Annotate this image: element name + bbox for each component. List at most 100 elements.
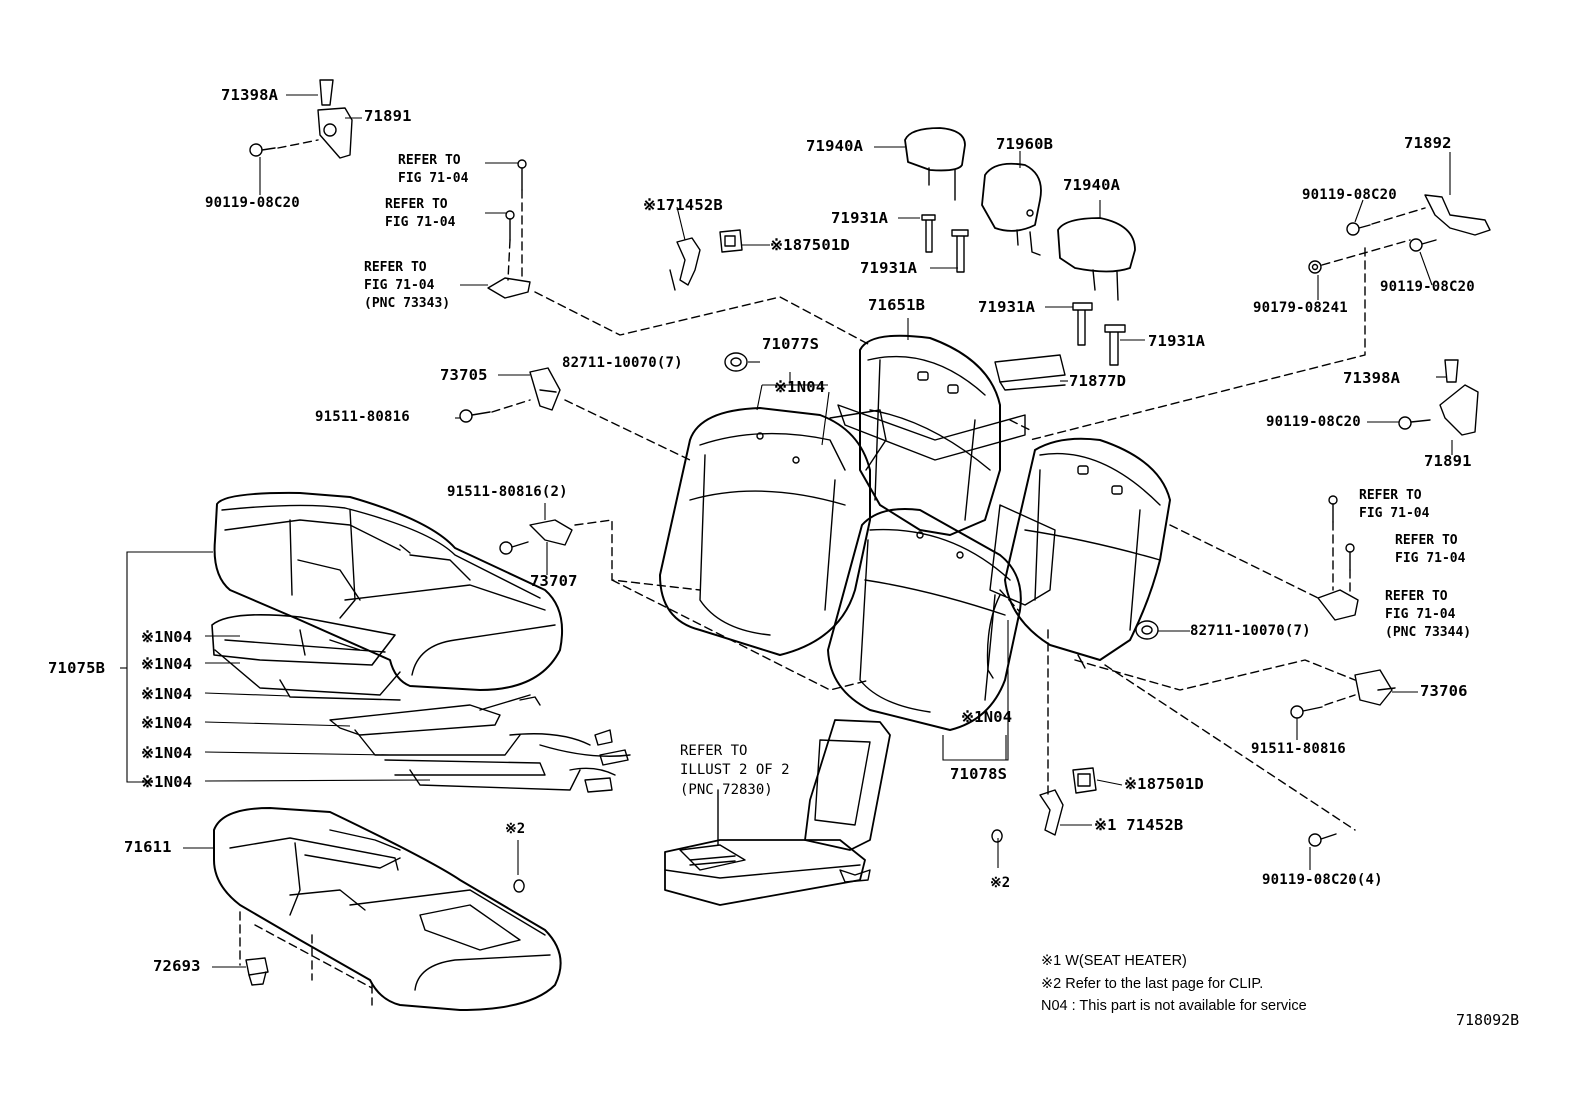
label-71892[interactable]: 71892 <box>1404 134 1452 152</box>
label-71077S[interactable]: 71077S <box>762 335 820 353</box>
label-90119-r3[interactable]: 90119-08C20 <box>1266 414 1361 430</box>
label-N04-5[interactable]: ※1N04 <box>141 744 193 762</box>
seat-heater-layers[interactable] <box>212 615 630 792</box>
bolt-90119-r3[interactable] <box>1399 417 1430 429</box>
headrest-71940A-right[interactable] <box>1058 218 1135 300</box>
seat-cushion-71611[interactable] <box>214 808 561 1010</box>
label-71398A-top[interactable]: 71398A <box>221 86 279 104</box>
bolt-91511-right[interactable] <box>1291 706 1322 718</box>
seatback-right[interactable] <box>990 439 1170 668</box>
label-71931A-2[interactable]: 71931A <box>860 259 918 277</box>
refer-to-fig-c[interactable]: REFER TO FIG 71-04 (PNC 73343) <box>364 259 450 313</box>
label-N04-71078[interactable]: ※1N04 <box>961 708 1013 726</box>
bolt-90119-4[interactable] <box>1309 834 1336 846</box>
label-90119-r2[interactable]: 90119-08C20 <box>1380 279 1475 295</box>
clip-mark-right: ※2 <box>990 875 1011 891</box>
label-91511-right[interactable]: 91511-80816 <box>1251 741 1346 757</box>
armrest-illust[interactable] <box>665 720 890 905</box>
label-N04-6[interactable]: ※1N04 <box>141 773 193 791</box>
figure-code: 718092B <box>1456 1011 1520 1029</box>
label-82711-right[interactable]: 82711-10070(7) <box>1190 623 1311 639</box>
label-91511-left[interactable]: 91511-80816 <box>315 409 410 425</box>
label-71940A-left[interactable]: 71940A <box>806 137 864 155</box>
label-N04-back[interactable]: ※1N04 <box>774 378 826 396</box>
label-N04-1[interactable]: ※1N04 <box>141 628 193 646</box>
refer-to-fig-a[interactable]: REFER TO FIG 71-04 <box>398 152 468 188</box>
label-73706[interactable]: 73706 <box>1420 682 1468 700</box>
label-71877D[interactable]: 71877D <box>1069 372 1127 390</box>
label-71611[interactable]: 71611 <box>124 838 172 856</box>
refer-to-fig-b[interactable]: REFER TO FIG 71-04 <box>385 196 455 232</box>
label-87501D-low[interactable]: ※187501D <box>1124 775 1204 793</box>
label-71452B-top[interactable]: ※171452B <box>643 196 723 214</box>
label-73707[interactable]: 73707 <box>530 572 578 590</box>
label-71931A-3[interactable]: 71931A <box>978 298 1036 316</box>
bolt-90119-top[interactable] <box>250 144 275 156</box>
striker-73707[interactable] <box>530 520 572 545</box>
spacer-82711-right[interactable] <box>1136 621 1158 639</box>
bracket-71891-right[interactable] <box>1440 360 1478 435</box>
bracket-71892[interactable] <box>1425 195 1490 235</box>
bolt-91511-mid[interactable] <box>500 542 528 554</box>
label-71940A-right[interactable]: 71940A <box>1063 176 1121 194</box>
seatback-71077S[interactable] <box>660 408 886 655</box>
seat-cushion-assembly[interactable] <box>215 493 562 690</box>
bracket-71891-top[interactable] <box>318 80 352 158</box>
bolt-91511-left[interactable] <box>460 410 490 422</box>
clip-72693[interactable] <box>246 958 268 985</box>
striker-73706[interactable] <box>1355 670 1395 705</box>
seatback-71651B[interactable] <box>838 336 1025 535</box>
bracket-71452B-low[interactable] <box>1040 790 1063 835</box>
refer-line: FIG 71-04 <box>1395 550 1466 566</box>
label-71398A-right[interactable]: 71398A <box>1343 369 1401 387</box>
refer-to-fig-d[interactable]: REFER TO FIG 71-04 <box>1359 487 1429 523</box>
label-71891-right[interactable]: 71891 <box>1424 452 1472 470</box>
label-90179[interactable]: 90179-08241 <box>1253 300 1348 316</box>
label-71931A-4[interactable]: 71931A <box>1148 332 1206 350</box>
anchor-73344[interactable] <box>1318 496 1358 620</box>
bracket-71452B-top[interactable] <box>670 238 700 290</box>
label-N04-4[interactable]: ※1N04 <box>141 714 193 732</box>
cover-71877D[interactable] <box>995 355 1065 390</box>
refer-to-fig-f[interactable]: REFER TO FIG 71-04 (PNC 73344) <box>1385 588 1471 642</box>
anchor-73343[interactable] <box>488 160 530 298</box>
refer-to-fig-e[interactable]: REFER TO FIG 71-04 <box>1395 532 1465 568</box>
legend-note-3: N04 : This part is not available for ser… <box>1041 998 1307 1014</box>
label-73705[interactable]: 73705 <box>440 366 488 384</box>
label-71891-top[interactable]: 71891 <box>364 107 412 125</box>
label-87501D-top[interactable]: ※187501D <box>770 236 850 254</box>
label-90119-top[interactable]: 90119-08C20 <box>205 195 300 211</box>
label-90119-r1[interactable]: 90119-08C20 <box>1302 187 1397 203</box>
label-71075B[interactable]: 71075B <box>48 659 106 677</box>
clip-right <box>992 830 1002 842</box>
label-71931A-1[interactable]: 71931A <box>831 209 889 227</box>
label-71078S[interactable]: 71078S <box>950 765 1008 783</box>
label-82711-top[interactable]: 82711-10070(7) <box>562 355 683 371</box>
bolt-90119-r2[interactable] <box>1410 239 1436 251</box>
spacer-82711-top[interactable] <box>725 353 747 371</box>
clip-mark-left: ※2 <box>505 821 526 837</box>
connector-87501D-top[interactable] <box>720 230 742 252</box>
label-90119-4[interactable]: 90119-08C20(4) <box>1262 872 1383 888</box>
nut-90179[interactable] <box>1309 261 1321 273</box>
bolt-90119-r1[interactable] <box>1347 223 1370 235</box>
headrest-71960B[interactable] <box>982 164 1041 255</box>
legend-note-1: ※1 W(SEAT HEATER) <box>1041 953 1187 969</box>
label-N04-3[interactable]: ※1N04 <box>141 685 193 703</box>
label-71452B-low[interactable]: ※1 71452B <box>1094 816 1184 834</box>
label-N04-2[interactable]: ※1N04 <box>141 655 193 673</box>
refer-line: FIG 71-04 <box>385 214 456 230</box>
label-71960B[interactable]: 71960B <box>996 135 1054 153</box>
striker-73705[interactable] <box>530 368 560 410</box>
label-72693[interactable]: 72693 <box>153 957 201 975</box>
headrest-71940A-left[interactable] <box>905 128 965 200</box>
refer-line: FIG 71-04 <box>1359 505 1430 521</box>
label-91511-2[interactable]: 91511-80816(2) <box>447 484 568 500</box>
refer-to-illust[interactable]: REFER TO ILLUST 2 OF 2 (PNC 72830) <box>680 742 790 800</box>
seatback-center[interactable] <box>828 509 1021 730</box>
connector-87501D-low[interactable] <box>1073 768 1096 793</box>
refer-line: REFER TO <box>385 197 448 212</box>
label-71651B[interactable]: 71651B <box>868 296 926 314</box>
headrest-supports[interactable] <box>922 215 1125 365</box>
